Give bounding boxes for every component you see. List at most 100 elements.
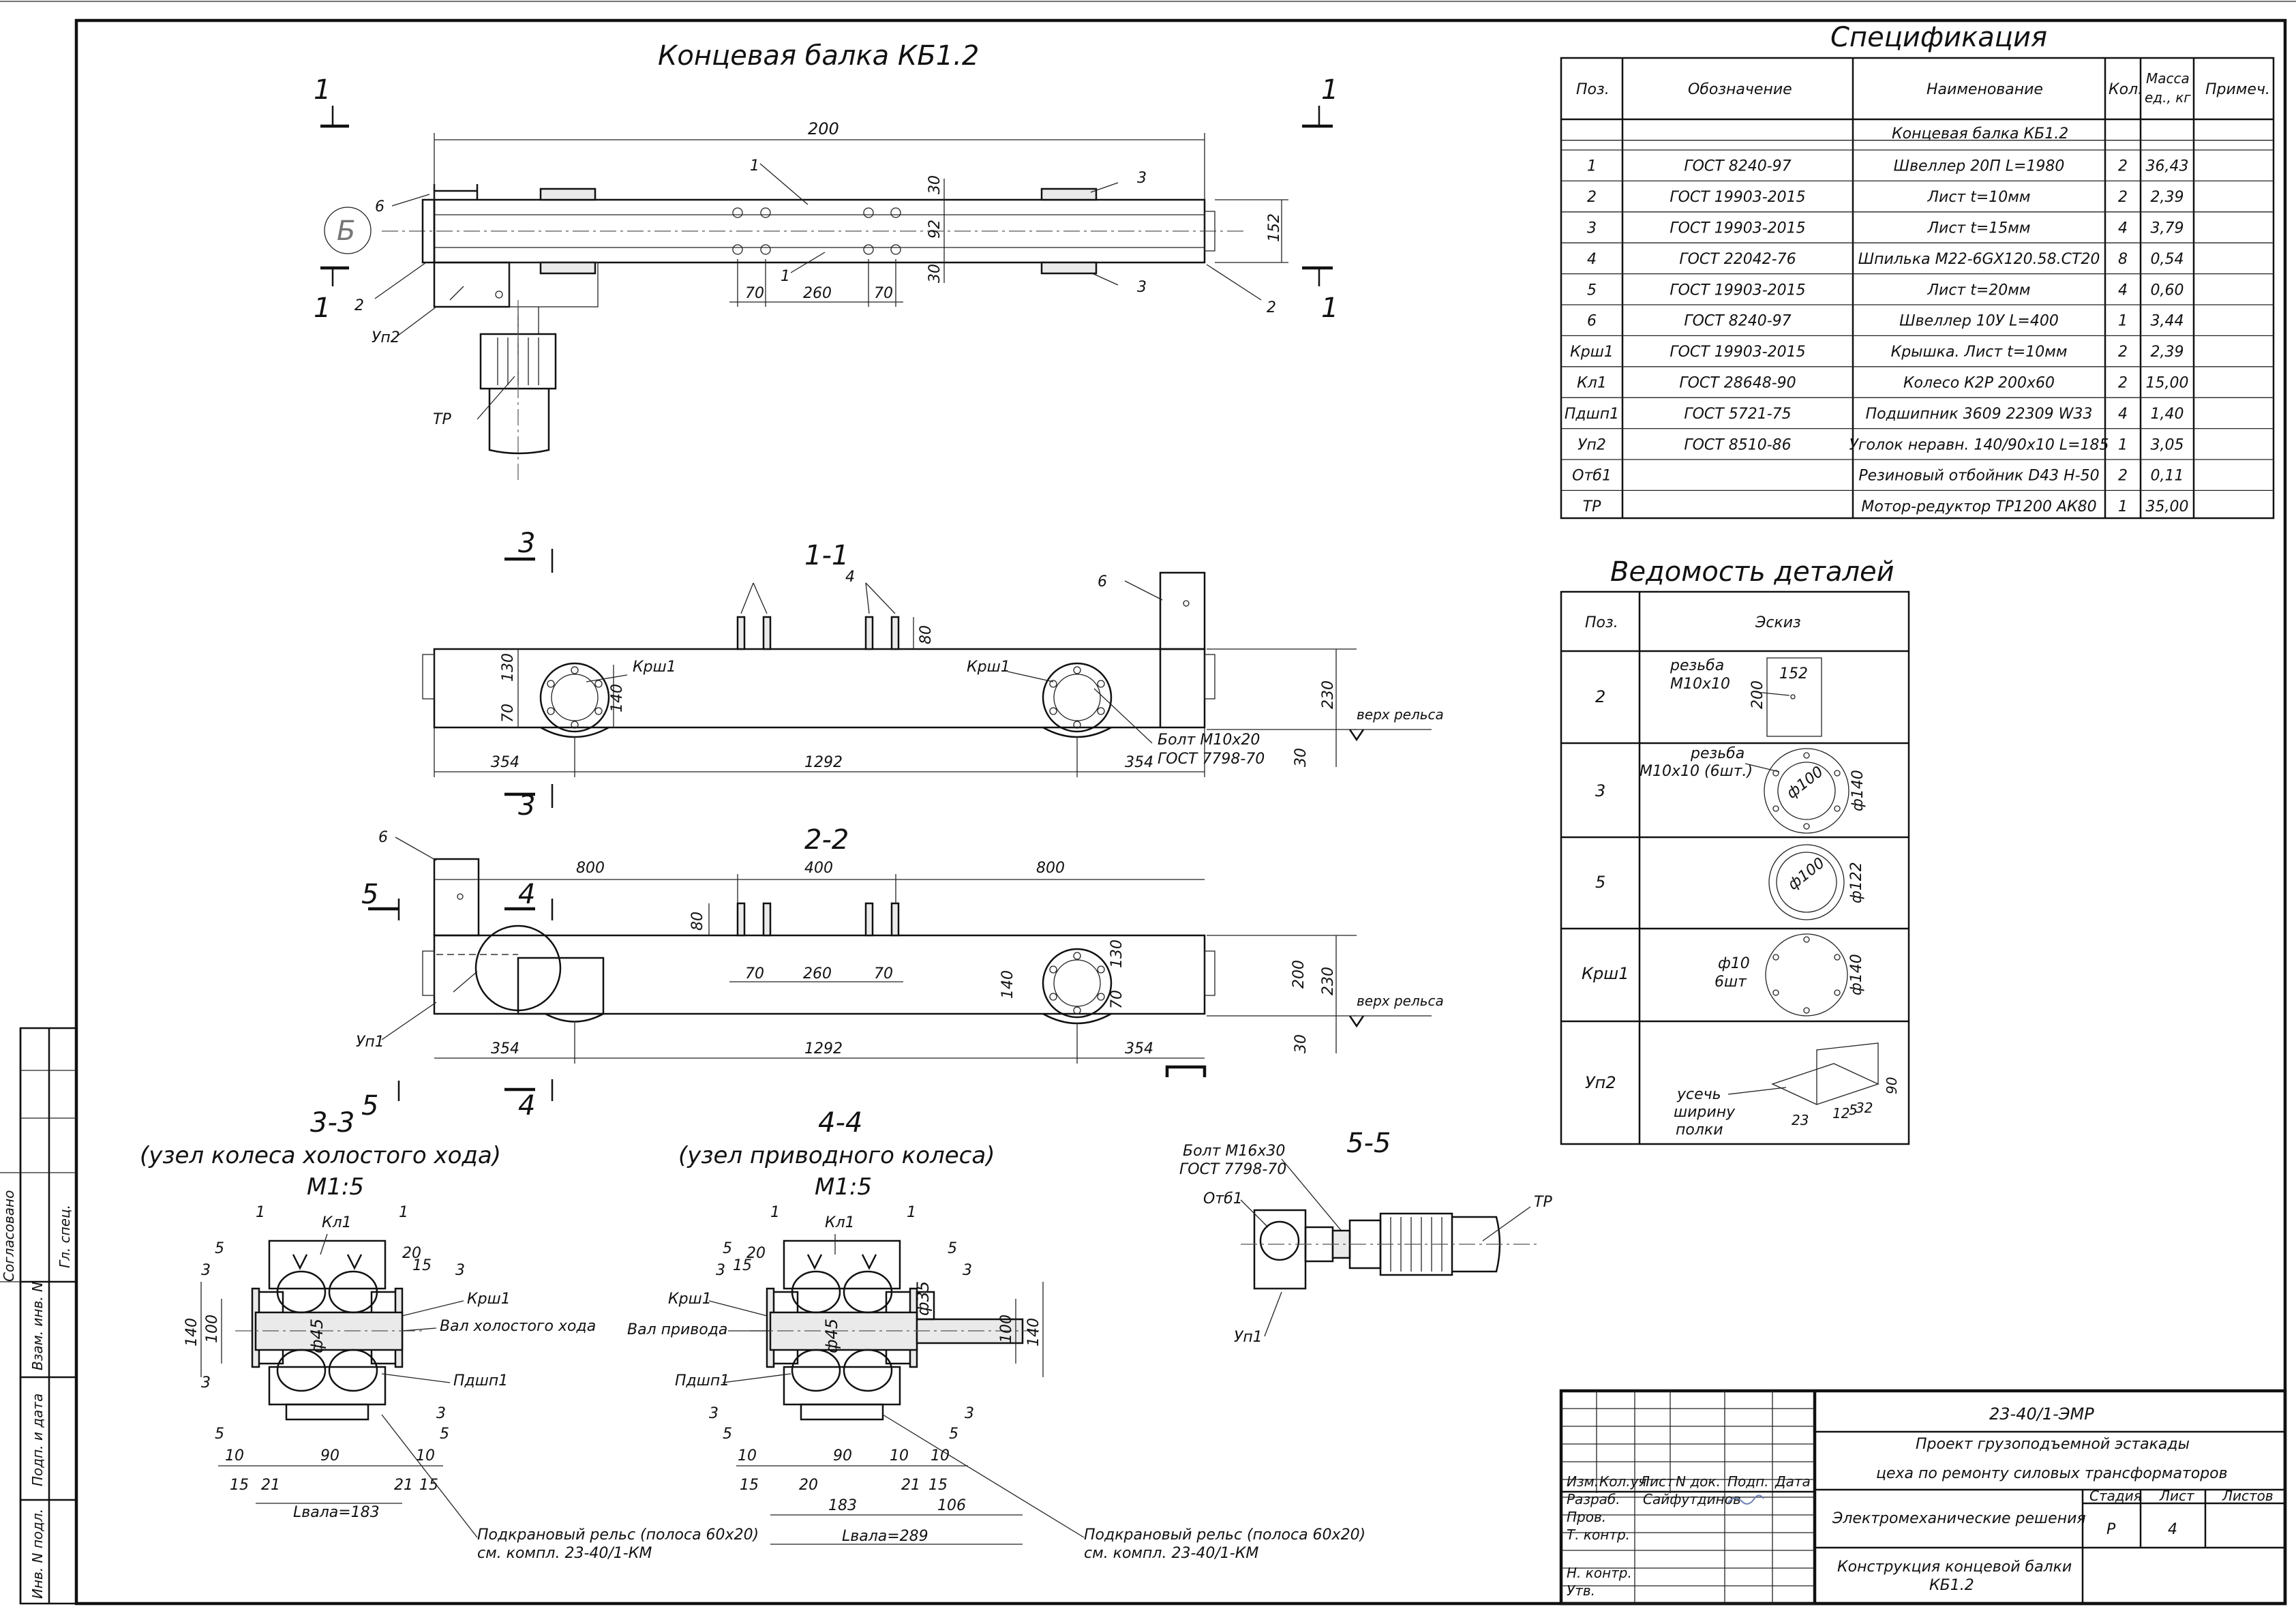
spec-cell: ГОСТ 8240-97 xyxy=(1684,158,1791,175)
sec33-d10b: 10 xyxy=(416,1447,435,1464)
svg-text:5: 5 xyxy=(948,1240,957,1257)
spec-cell: Колесо К2Р 200х60 xyxy=(1903,375,2055,392)
sec22-dim354a: 354 xyxy=(491,1040,519,1057)
sec33-title: 3-3 xyxy=(310,1107,354,1139)
spec-cell: 2,39 xyxy=(2151,344,2184,361)
sec33-d15a: 15 xyxy=(230,1477,249,1494)
sec11-krsh-left: Крш1 xyxy=(633,659,676,676)
svg-text:1: 1 xyxy=(770,1204,780,1221)
sec11-dim130: 130 xyxy=(500,653,517,682)
spec-cell: 3,79 xyxy=(2151,220,2184,237)
spec-h-code: Обозначение xyxy=(1688,81,1792,98)
sku-n2: ширину xyxy=(1674,1104,1736,1121)
cut1-left-bot: 1 xyxy=(314,292,331,324)
sec33-scale: М1:5 xyxy=(307,1173,364,1201)
tb-col-data: Дата xyxy=(1774,1473,1811,1490)
sec11-dim80: 80 xyxy=(918,625,935,644)
cut1-right-top: 1 xyxy=(1321,74,1338,106)
spec-h-note: Примеч. xyxy=(2205,81,2270,98)
pos-6: 6 xyxy=(375,198,384,215)
tb-project1: Проект грузоподъемной эстакады xyxy=(1916,1436,2190,1453)
sec44-d20: 20 xyxy=(799,1477,818,1494)
spec-cell: 0,11 xyxy=(2151,468,2184,485)
sec11-pos6: 6 xyxy=(1098,573,1107,590)
spec-cell: Резиновый отбойник D43 H-50 xyxy=(1858,468,2099,485)
sec22-dim70c: 70 xyxy=(1108,990,1126,1009)
dim-70a: 70 xyxy=(745,285,764,302)
sec22-dim200: 200 xyxy=(1290,960,1308,989)
spec-cell: 4 xyxy=(2118,406,2128,423)
details-title: Ведомость деталей xyxy=(1610,556,1894,588)
sec33-krsh1: Крш1 xyxy=(467,1291,511,1308)
sk5-inner: ф100 xyxy=(1785,855,1828,894)
sec22-dim400: 400 xyxy=(804,860,833,877)
side-stamp: Согласовано Гл. спец. Взам. инв. N Подп.… xyxy=(0,1027,78,1605)
sec33-pdsh1: Пдшп1 xyxy=(453,1372,508,1389)
pos-1a: 1 xyxy=(750,157,759,175)
tb-col-podp: Подп. xyxy=(1727,1473,1769,1490)
svg-text:5: 5 xyxy=(723,1426,732,1443)
svg-text:3: 3 xyxy=(963,1262,972,1279)
spec-cell: 5 xyxy=(1587,282,1597,299)
spec-cell: ТР xyxy=(1583,498,1601,515)
det-row-3: 3 xyxy=(1595,781,1605,800)
svg-text:3: 3 xyxy=(716,1262,725,1279)
svg-text:3: 3 xyxy=(455,1262,465,1279)
sec44-d10b: 10 xyxy=(890,1447,909,1464)
sec44-subtitle: (узел приводного колеса) xyxy=(678,1142,995,1169)
svg-text:3: 3 xyxy=(201,1262,211,1279)
spec-cell: Лист t=10мм xyxy=(1927,189,2031,206)
svg-text:5: 5 xyxy=(949,1426,958,1443)
spec-cell: 1 xyxy=(2118,498,2128,515)
tb-role-nkontr: Н. контр. xyxy=(1567,1565,1632,1581)
sec44-krsh1: Крш1 xyxy=(668,1291,712,1308)
spec-cell: 6 xyxy=(1587,313,1597,330)
det-row-5: 5 xyxy=(1595,873,1605,892)
sec44-pdsh1: Пдшп1 xyxy=(675,1372,729,1389)
spec-cell: 0,54 xyxy=(2151,251,2184,268)
sku-d12: 12 xyxy=(1832,1105,1849,1122)
spec-cell: 2 xyxy=(2118,189,2128,206)
sku-d90: 90 xyxy=(1884,1077,1900,1094)
sec22-dim70b: 70 xyxy=(874,965,893,982)
spec-cell: 1 xyxy=(2118,313,2128,330)
spec-cell: ГОСТ 19903-2015 xyxy=(1670,189,1805,206)
sec22-dim1292: 1292 xyxy=(804,1040,843,1057)
spec-cell: 36,43 xyxy=(2146,158,2189,175)
svg-text:5: 5 xyxy=(440,1426,449,1443)
sec11-bolt2: ГОСТ 7798-70 xyxy=(1158,751,1265,768)
svg-text:3: 3 xyxy=(709,1405,719,1422)
sec44-dim183: 183 xyxy=(828,1497,857,1514)
spec-cell: ГОСТ 19903-2015 xyxy=(1670,282,1805,299)
sec22-up1: Уп1 xyxy=(356,1034,384,1051)
b-marker: Б xyxy=(337,215,355,247)
cover-bolts-2 xyxy=(1049,952,1105,1014)
spec-cell: Крш1 xyxy=(1570,344,1614,361)
spec-cell: Крышка. Лист t=10мм xyxy=(1891,344,2068,361)
sec22-pos6: 6 xyxy=(378,829,388,846)
bolt-holes xyxy=(732,207,901,255)
sec22-rail: верх рельса xyxy=(1357,993,1444,1009)
dim-260: 260 xyxy=(803,285,832,302)
sec44-lval: Lвала=289 xyxy=(842,1528,928,1545)
spec-cell: ГОСТ 8240-97 xyxy=(1684,313,1791,330)
spec-cell: Швеллер 10У L=400 xyxy=(1899,313,2059,330)
tb-sheets-label: Листов xyxy=(2222,1488,2274,1504)
svg-text:1: 1 xyxy=(907,1204,916,1221)
tb-role-tkontr: Т. контр. xyxy=(1567,1527,1630,1543)
section-3-3: 3-3 (узел колеса холостого хода) М1:5 ф4… xyxy=(140,1107,759,1562)
svg-text:3: 3 xyxy=(436,1405,446,1422)
cut4-top: 4 xyxy=(518,879,535,910)
sec44-d21: 21 xyxy=(901,1477,920,1494)
sec22-dim800a: 800 xyxy=(576,860,605,877)
sec55-title: 5-5 xyxy=(1346,1128,1391,1159)
pos-2b: 2 xyxy=(1267,299,1276,316)
sec44-shaft: Вал привода xyxy=(627,1321,727,1338)
pos-2a: 2 xyxy=(354,297,364,314)
sec33-d10a: 10 xyxy=(225,1447,244,1464)
sec22-dim30: 30 xyxy=(1293,1034,1310,1053)
spec-cell: 2 xyxy=(1587,189,1597,206)
top-view: Концевая балка КБ1.2 1 1 1 1 Б xyxy=(314,40,1338,481)
spec-cell: Подшипник 3609 22309 W33 xyxy=(1866,406,2093,423)
sec44-phi35: ф35 xyxy=(913,1281,933,1316)
